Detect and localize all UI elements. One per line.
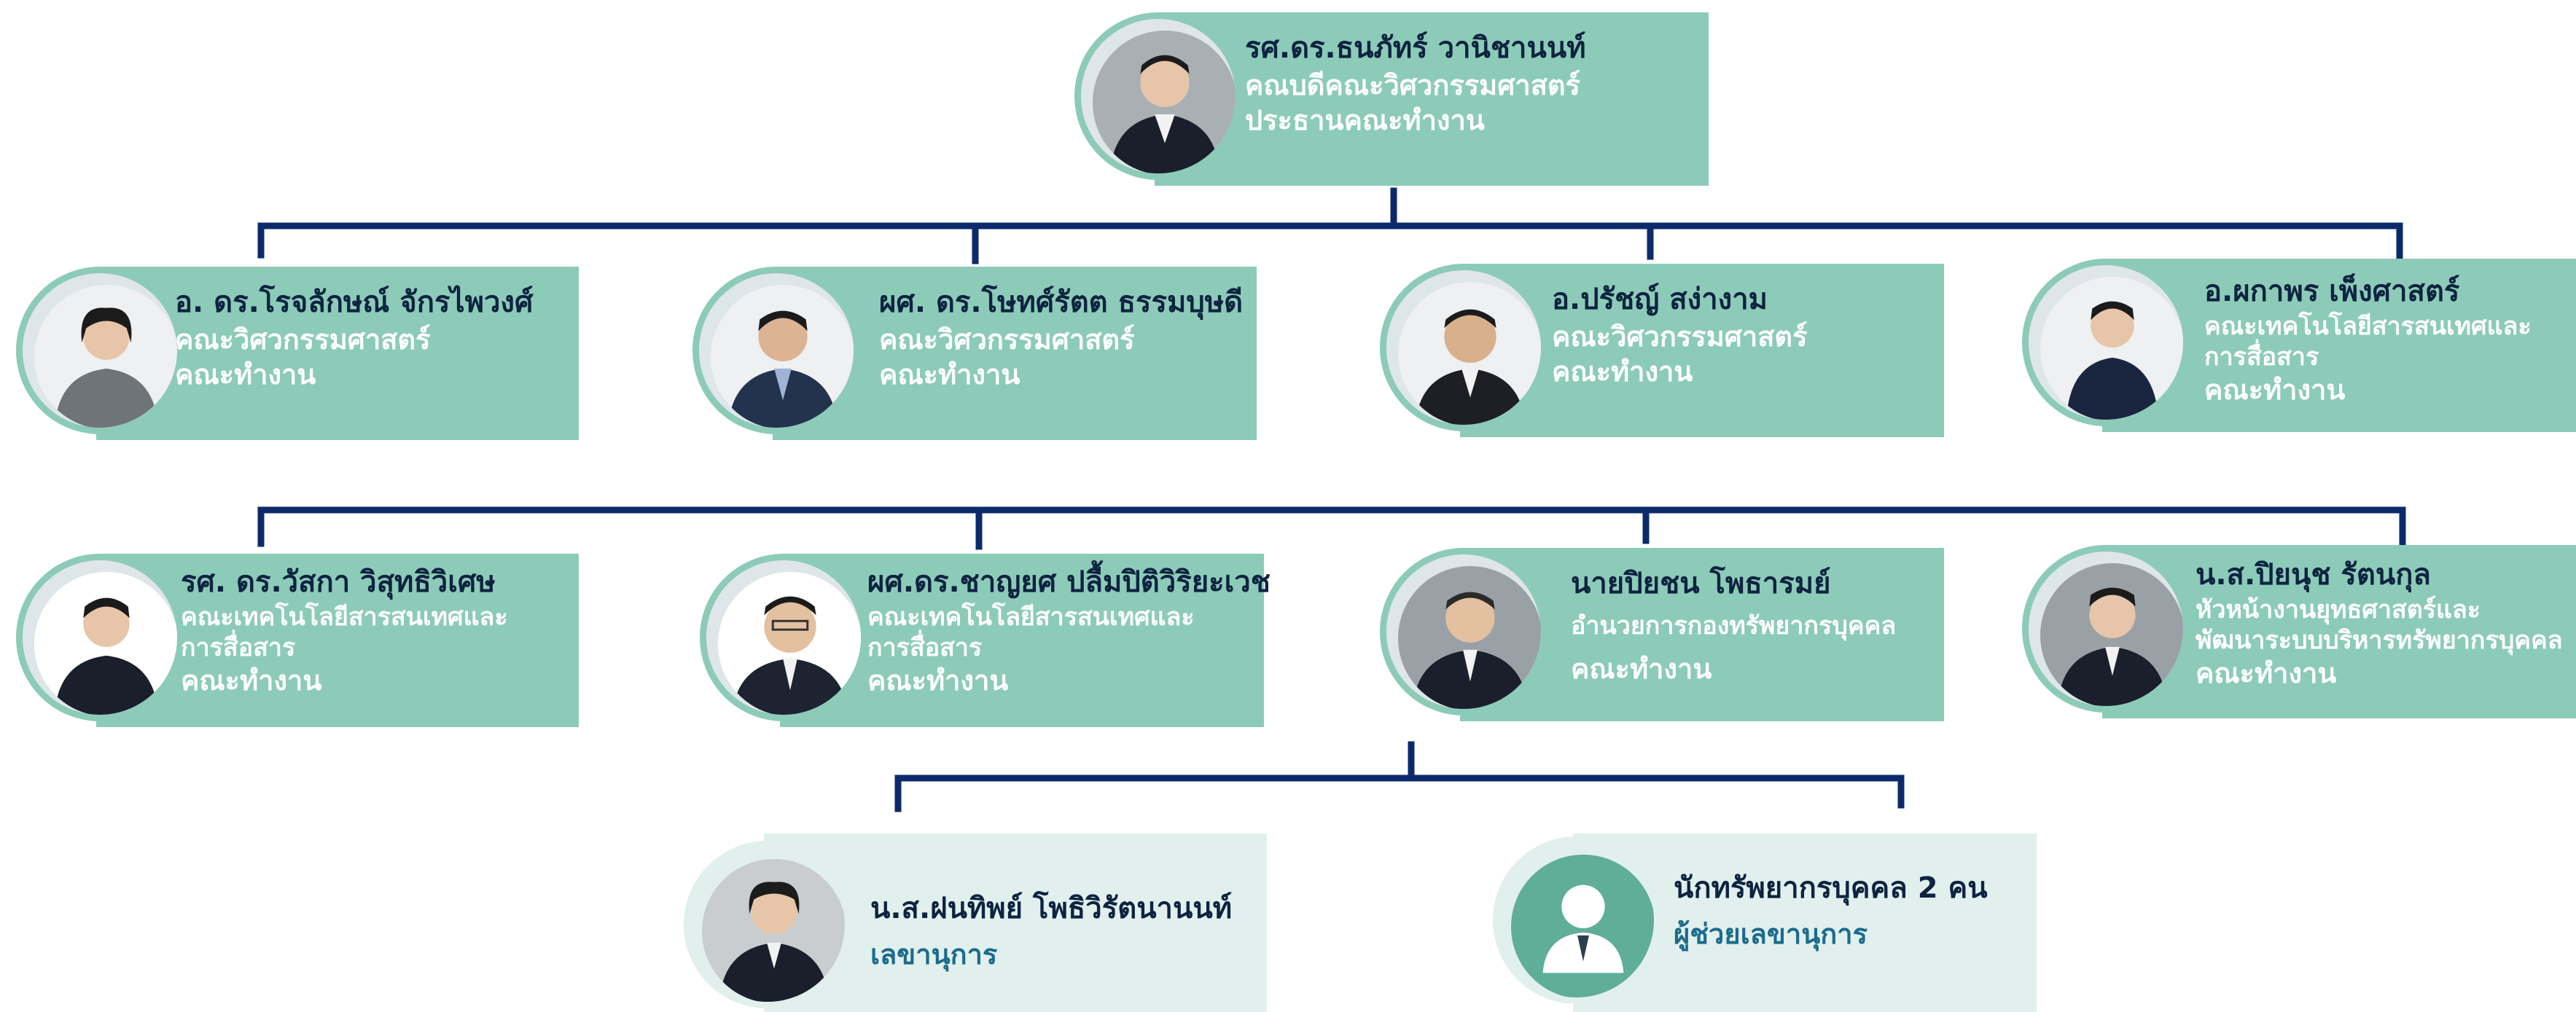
person-role: คณะทำงาน: [2204, 374, 2346, 406]
org-node-member: อ.ผกาพร เพ็งศาสตร์ คณะเทคโนโลยีสารสนเทศแ…: [2022, 259, 2576, 432]
avatar: [2022, 545, 2190, 713]
org-node-member: น.ส.ปิยนุช รัตนกุล หัวหน้างานยุทธศาสตร์แ…: [2022, 545, 2576, 718]
person-photo-icon: [2040, 277, 2183, 420]
avatar: [1493, 836, 1660, 1004]
person-role: การสื่อสาร: [2204, 342, 2319, 372]
org-node-member: อ. ดร.โรจลักษณ์ จักรไพวงศ์ คณะวิศวกรรมศา…: [16, 267, 579, 440]
avatar: [16, 267, 184, 434]
person-role: คณะทำงาน: [1552, 356, 1693, 388]
person-role: คณะวิศวกรรมศาสตร์: [879, 323, 1135, 356]
avatar: [1074, 12, 1242, 180]
person-name: ผศ.ดร.ชาญยศ ปลื้มปิติวิริยะเวช: [867, 565, 1271, 599]
person-role: คณะทำงาน: [175, 358, 316, 391]
org-node-member: นายปิยชน โพธารมย์ อำนวยการกองทรัพยากรบุค…: [1380, 548, 1944, 721]
avatar: [2022, 259, 2190, 426]
person-role: การสื่อสาร: [181, 633, 296, 662]
org-node-dean: รศ.ดร.ธนภัทร์ วานิชานนท์ คณบดีคณะวิศวกรร…: [1074, 12, 1709, 186]
person-role: ผู้ช่วยเลขานุการ: [1674, 918, 1867, 950]
person-role: พัฒนาระบบบริหารทรัพยากรบุคคล: [2196, 626, 2563, 655]
org-node-secretary: น.ส.ฝนทิพย์ โพธิวิรัตนานนท์ เลขานุการ: [684, 833, 1267, 1012]
person-photo-icon: [2040, 563, 2183, 706]
person-name: นายปิยชน โพธารมย์: [1571, 567, 1831, 600]
avatar: [1380, 264, 1547, 431]
person-role: คณะเทคโนโลยีสารสนเทศและ: [867, 603, 1195, 632]
org-node-assistant-secretary: นักทรัพยากรบุคคล 2 คน ผู้ช่วยเลขานุการ: [1493, 833, 2037, 1012]
person-role: คณะทำงาน: [181, 664, 322, 697]
org-node-member: อ.ปรัชญ์ สง่างาม คณะวิศวกรรมศาสตร์ คณะทำ…: [1380, 264, 1944, 437]
person-name: รศ.ดร.ธนภัทร์ วานิชานนท์: [1245, 31, 1586, 65]
person-name: นักทรัพยากรบุคคล 2 คน: [1674, 871, 1988, 905]
person-photo-icon: [34, 285, 177, 428]
person-photo-icon: [711, 285, 854, 428]
avatar: [1380, 548, 1547, 715]
person-name: อ. ดร.โรจลักษณ์ จักรไพวงศ์: [175, 286, 534, 319]
person-role: ประธานคณะทำงาน: [1245, 104, 1485, 136]
person-name: อ.ปรัชญ์ สง่างาม: [1552, 283, 1768, 316]
person-name: น.ส.ฝนทิพย์ โพธิวิรัตนานนท์: [870, 892, 1233, 925]
person-role: คณะวิศวกรรมศาสตร์: [175, 323, 431, 356]
person-photo-icon: [702, 859, 845, 1002]
avatar: [684, 841, 851, 1008]
person-photo-icon: [34, 572, 177, 715]
user-placeholder-icon: [1511, 855, 1654, 997]
org-node-member: ผศ.ดร.ชาญยศ ปลื้มปิติวิริยะเวช คณะเทคโนโ…: [700, 554, 1271, 727]
person-role: คณบดีคณะวิศวกรรมศาสตร์: [1245, 69, 1580, 101]
person-role: คณะทำงาน: [867, 664, 1009, 697]
person-photo-icon: [1093, 31, 1236, 173]
person-name: น.ส.ปิยนุช รัตนกุล: [2196, 558, 2431, 592]
person-photo-icon: [718, 572, 861, 715]
person-name: อ.ผกาพร เพ็งศาสตร์: [2204, 275, 2460, 308]
person-role: อำนวยการกองทรัพยากรบุคคล: [1571, 611, 1897, 640]
person-photo-icon: [1398, 566, 1541, 709]
person-name: รศ. ดร.วัสกา วิสุทธิวิเศษ: [181, 565, 496, 599]
person-role: คณะเทคโนโลยีสารสนเทศและ: [2204, 312, 2532, 341]
person-role: การสื่อสาร: [867, 633, 983, 662]
person-role: หัวหน้างานยุทธศาสตร์และ: [2196, 595, 2481, 624]
person-role: คณะทำงาน: [879, 358, 1020, 391]
person-photo-icon: [1398, 282, 1541, 425]
person-role: คณะเทคโนโลยีสารสนเทศและ: [181, 603, 508, 632]
avatar: [16, 554, 184, 721]
person-role: เลขานุการ: [870, 938, 998, 970]
avatar: [700, 554, 867, 721]
org-node-member: ผศ. ดร.โษทศ์รัตต ธรรมบุษดี คณะวิศวกรรมศา…: [692, 267, 1257, 440]
avatar: [692, 267, 860, 434]
person-name: ผศ. ดร.โษทศ์รัตต ธรรมบุษดี: [879, 286, 1244, 319]
person-role: คณะวิศวกรรมศาสตร์: [1552, 321, 1808, 353]
org-node-member: รศ. ดร.วัสกา วิสุทธิวิเศษ คณะเทคโนโลยีสา…: [16, 554, 579, 727]
person-role: คณะทำงาน: [2196, 657, 2337, 689]
person-role: คณะทำงาน: [1571, 653, 1712, 685]
